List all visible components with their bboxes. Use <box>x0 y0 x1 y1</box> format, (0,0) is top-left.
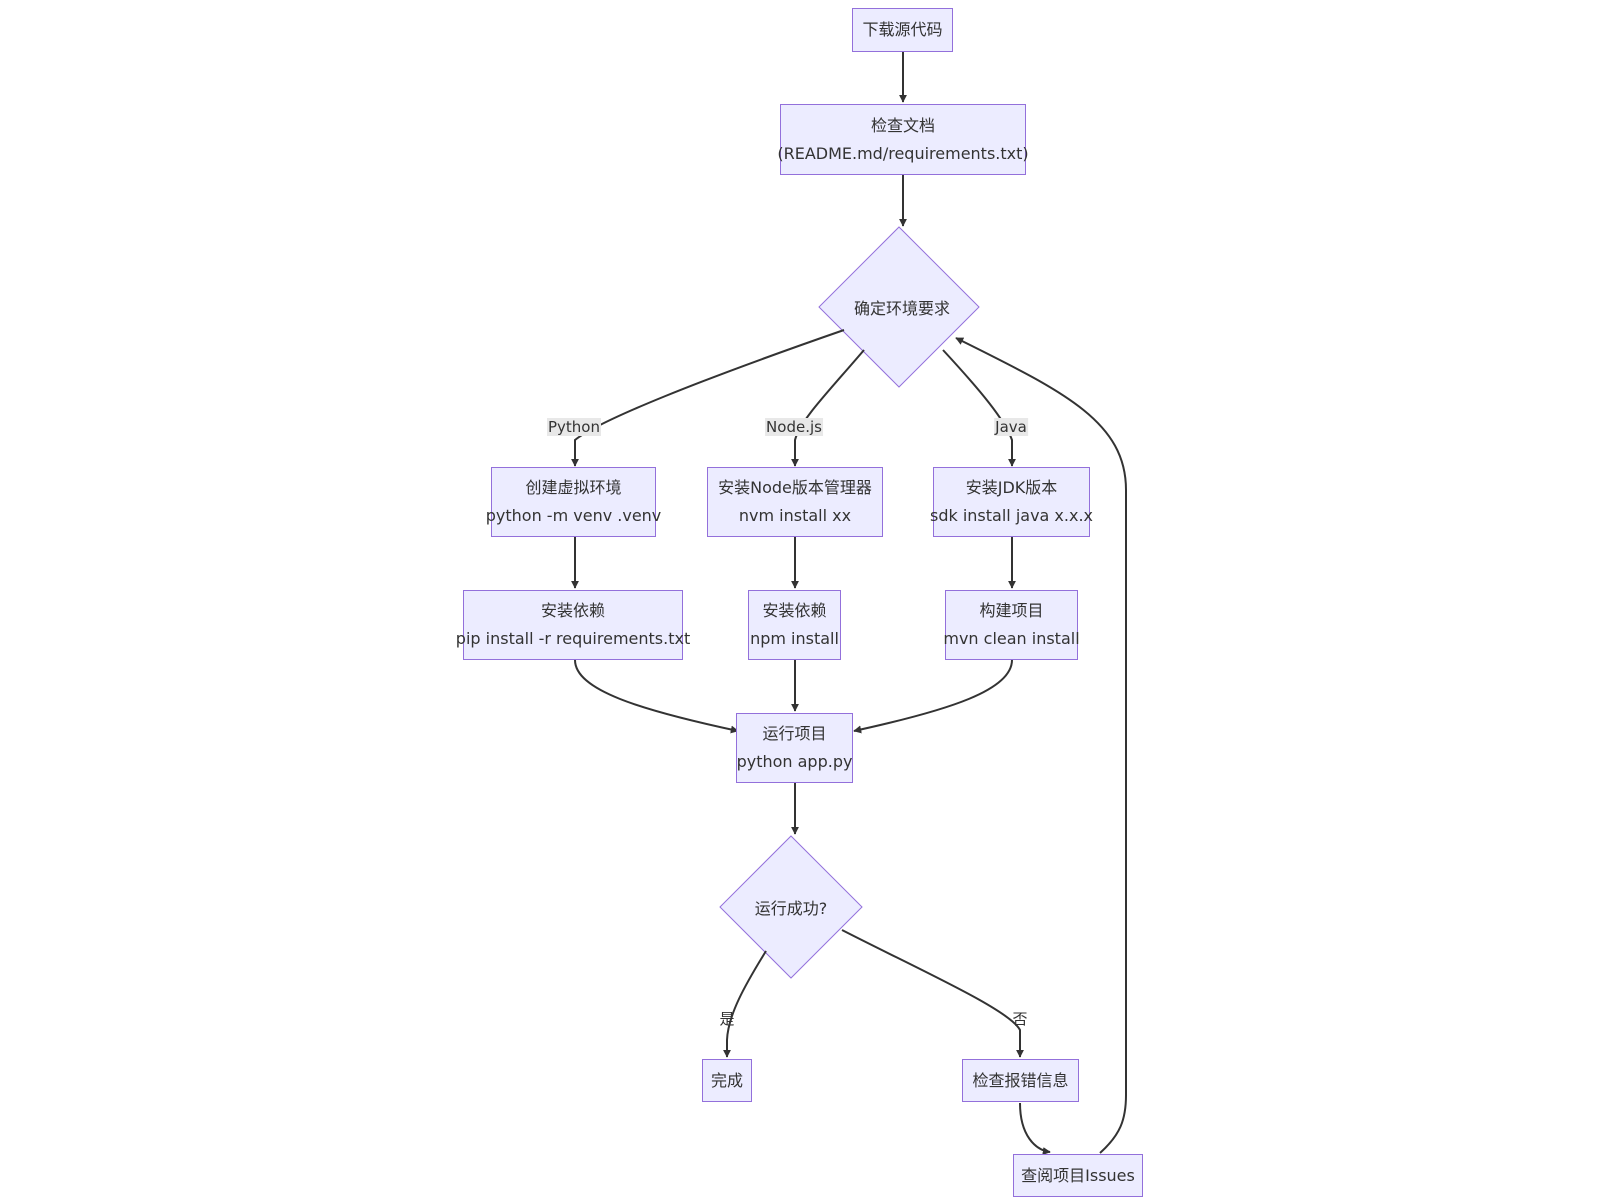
edge-env-to-java <box>942 349 1016 467</box>
node-run-project-detail: python app.py <box>736 752 853 771</box>
edge-env-to-python <box>571 329 845 467</box>
node-node-nvm: 安装Node版本管理器 nvm install xx <box>707 467 883 537</box>
edge-python-deps-to-run <box>574 659 739 734</box>
node-node-nvm-detail: nvm install xx <box>738 506 852 525</box>
env-decision-label: 确定环境要求 <box>853 299 951 318</box>
node-run-project: 运行项目 python app.py <box>736 713 853 783</box>
node-java-build-detail: mvn clean install <box>943 629 1080 648</box>
success-decision-diamond <box>719 835 863 979</box>
node-node-nvm-title: 安装Node版本管理器 <box>718 478 872 497</box>
node-python-venv-detail: python -m venv .venv <box>485 506 662 525</box>
node-java-jdk: 安装JDK版本 sdk install java x.x.x <box>930 467 1094 537</box>
edge-label-yes: 是 <box>719 1010 735 1028</box>
edge-success-to-done <box>723 950 767 1058</box>
node-run-project-title: 运行项目 <box>762 724 827 743</box>
node-node-deps-title: 安装依赖 <box>762 601 827 620</box>
node-check-docs-detail: (README.md/requirements.txt) <box>777 143 1029 163</box>
edge-success-to-error <box>841 929 1024 1058</box>
node-node-deps-detail: npm install <box>750 629 839 648</box>
node-view-issues-label: 查阅项目Issues <box>1021 1165 1135 1185</box>
node-python-deps-title: 安装依赖 <box>540 601 605 620</box>
edge-issues-to-env <box>955 337 1127 1154</box>
success-decision-label: 运行成功? <box>754 899 828 918</box>
node-check-error: 检查报错信息 <box>962 1059 1079 1102</box>
node-check-docs-title: 检查文档 <box>870 115 935 135</box>
edge-label-nodejs: Node.js <box>765 418 823 436</box>
edge-error-to-issues <box>1019 1102 1051 1156</box>
node-node-deps: 安装依赖 npm install <box>748 590 841 660</box>
edge-env-to-node <box>791 349 865 467</box>
env-decision-diamond <box>818 226 980 388</box>
node-java-jdk-detail: sdk install java x.x.x <box>930 506 1094 525</box>
node-java-jdk-title: 安装JDK版本 <box>965 478 1058 497</box>
node-view-issues: 查阅项目Issues <box>1013 1154 1143 1197</box>
node-python-deps-detail: pip install -r requirements.txt <box>455 629 691 648</box>
node-python-venv: 创建虚拟环境 python -m venv .venv <box>486 467 661 537</box>
node-python-deps: 安装依赖 pip install -r requirements.txt <box>456 590 690 660</box>
node-done: 完成 <box>702 1059 752 1102</box>
node-download-source-label: 下载源代码 <box>862 20 943 39</box>
node-check-error-label: 检查报错信息 <box>972 1070 1069 1090</box>
edge-java-build-to-run <box>853 659 1013 734</box>
edge-label-python: Python <box>547 418 601 436</box>
node-check-docs: 检查文档 (README.md/requirements.txt) <box>777 104 1029 175</box>
node-done-label: 完成 <box>710 1070 743 1090</box>
edge-label-java: Java <box>994 418 1028 436</box>
edge-label-no: 否 <box>1012 1010 1028 1028</box>
node-python-venv-title: 创建虚拟环境 <box>525 478 622 497</box>
node-java-build-title: 构建项目 <box>979 601 1044 620</box>
node-download-source: 下载源代码 <box>852 8 953 52</box>
node-java-build: 构建项目 mvn clean install <box>943 590 1080 660</box>
